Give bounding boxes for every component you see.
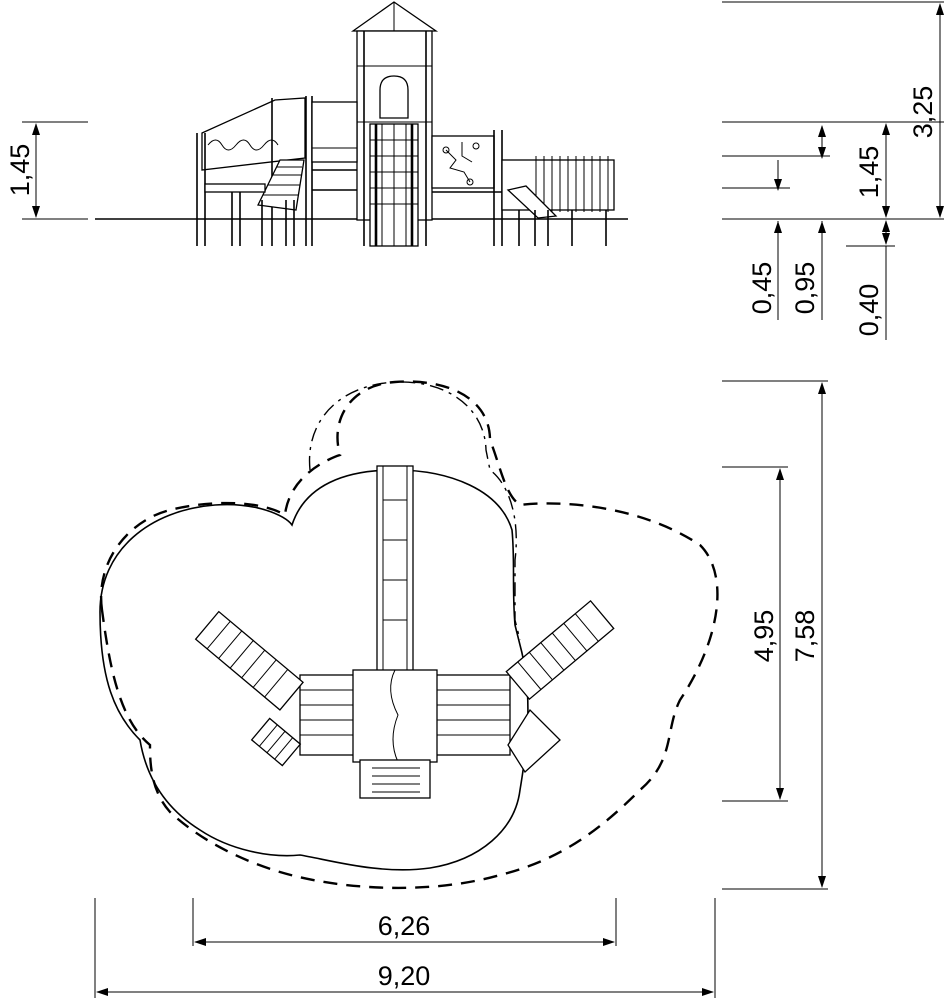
left-walkway: [194, 610, 304, 711]
plan-width-dimensions: 6,26 9,20: [94, 898, 716, 998]
right-ramp: [507, 708, 561, 774]
plan-depth-dimensions: 4,95 7,58: [722, 380, 828, 890]
right-height-dimensions: 3,25 1,45 0,40 0,95 0,45: [722, 1, 944, 340]
dim-pole-depth: 0,40: [854, 284, 884, 337]
plan-view: [99, 380, 719, 890]
dim-inner-depth: 4,95: [749, 610, 779, 663]
right-structure: [431, 130, 615, 246]
tower: [350, 1, 439, 247]
outer-safety-zone: [99, 380, 719, 890]
dim-left-height: 1,45: [5, 144, 35, 197]
left-structure: [196, 96, 358, 246]
central-deck: [299, 669, 511, 799]
dim-inner-width: 6,26: [378, 911, 431, 941]
dim-low-step: 0,45: [747, 262, 777, 315]
inner-safety-zone: [308, 381, 521, 641]
elevation-view: 1,45 3,25 1,45 0,40 0,95 0,45: [5, 1, 944, 340]
dim-total-height: 3,25: [908, 86, 938, 139]
left-step: [250, 717, 302, 767]
right-walkway: [505, 599, 615, 701]
dim-platform-height: 1,45: [854, 146, 884, 199]
dim-outer-depth: 7,58: [790, 610, 820, 663]
base-outline: [99, 469, 529, 871]
left-height-dimension: 1,45: [5, 121, 88, 220]
dim-mid-step: 0,95: [790, 262, 820, 315]
dim-outer-width: 9,20: [378, 961, 431, 991]
slide: [376, 465, 414, 677]
